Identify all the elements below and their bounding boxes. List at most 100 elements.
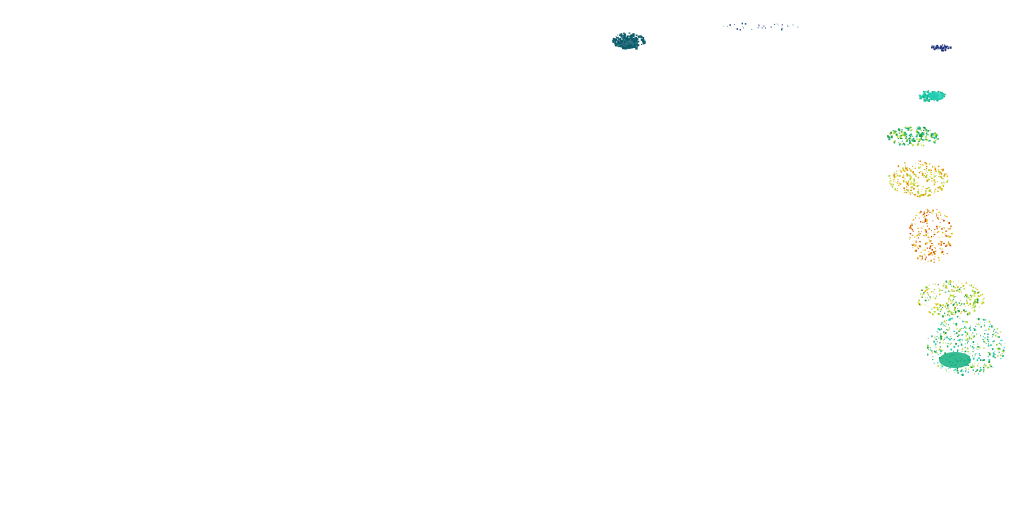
- speckle-point: [941, 182, 943, 184]
- speckle-point: [971, 346, 974, 348]
- speckle-point: [734, 24, 735, 25]
- speckle-point: [990, 325, 993, 328]
- speckle-point: [919, 234, 921, 236]
- speckle-point: [907, 180, 910, 183]
- speckle-point: [996, 344, 998, 346]
- speckle-point: [923, 211, 925, 213]
- speckle-point: [933, 261, 935, 263]
- speckle-point: [969, 336, 971, 339]
- speckle-point: [966, 332, 969, 335]
- speckle-point: [942, 168, 944, 171]
- speckle-point: [952, 304, 955, 306]
- speckle-point: [936, 341, 938, 343]
- speckle-point: [918, 184, 920, 187]
- speckle-point: [896, 136, 899, 138]
- speckle-point: [951, 290, 953, 292]
- speckle-point: [931, 335, 933, 338]
- speckle-point: [941, 49, 942, 51]
- speckle-point: [949, 283, 951, 285]
- speckle-point: [931, 177, 932, 179]
- speckle-point: [637, 45, 639, 47]
- speckle-point: [943, 227, 945, 228]
- speckle-point: [915, 241, 918, 243]
- speckle-point: [922, 97, 924, 99]
- speckle-point: [914, 183, 916, 185]
- speckle-point: [956, 284, 957, 286]
- speckle-point: [946, 319, 947, 321]
- speckle-point: [957, 286, 959, 289]
- speckle-point: [918, 231, 920, 233]
- speckle-point: [928, 90, 930, 92]
- speckle-point: [936, 306, 938, 308]
- speckle-point: [895, 173, 897, 175]
- speckle-point: [953, 350, 955, 352]
- speckle-point: [636, 38, 639, 41]
- speckle-point: [926, 209, 928, 210]
- speckle-point: [977, 349, 979, 350]
- speckle-point: [949, 46, 952, 49]
- speckle-point: [1002, 355, 1004, 357]
- speckle-point: [970, 284, 972, 286]
- speckle-point: [971, 334, 973, 336]
- speckle-point: [973, 357, 975, 360]
- speckle-point: [942, 252, 944, 254]
- speckle-point: [617, 34, 619, 36]
- speckle-point: [916, 138, 919, 140]
- speckle-point: [963, 326, 966, 328]
- speckle-point: [643, 41, 646, 44]
- speckle-point: [978, 373, 980, 375]
- speckle-point: [925, 163, 928, 165]
- speckle-point: [955, 312, 956, 314]
- speckle-point: [920, 133, 923, 136]
- speckle-point: [938, 169, 939, 170]
- speckle-point: [937, 354, 939, 356]
- speckle-point: [983, 347, 985, 349]
- speckle-point: [922, 139, 925, 141]
- speckle-point: [893, 180, 894, 182]
- speckle-point: [917, 193, 919, 195]
- speckle-point: [920, 95, 923, 98]
- speckle-point: [964, 347, 966, 349]
- speckle-point: [943, 175, 946, 177]
- speckle-point: [978, 357, 980, 360]
- speckle-point: [889, 182, 891, 184]
- speckle-point: [989, 323, 991, 325]
- speckle-point: [917, 127, 920, 130]
- speckle-point: [960, 291, 962, 292]
- speckle-point: [946, 220, 948, 222]
- speckle-point: [933, 137, 936, 139]
- speckle-point: [946, 328, 948, 331]
- speckle-point: [913, 183, 914, 185]
- speckle-point: [933, 141, 936, 144]
- speckle-point: [930, 174, 932, 175]
- speckle-point: [927, 236, 929, 238]
- speckle-point: [757, 27, 759, 29]
- speckle-point: [938, 173, 940, 175]
- speckle-point: [945, 326, 947, 327]
- speckle-point: [932, 236, 934, 237]
- speckle-point: [924, 258, 926, 261]
- speckle-point: [929, 194, 931, 195]
- speckle-point: [910, 169, 912, 172]
- speckle-point: [997, 332, 999, 334]
- speckle-point: [923, 99, 926, 101]
- speckle-point: [945, 245, 947, 247]
- speckle-point: [950, 295, 953, 297]
- speckle-point: [930, 212, 933, 214]
- speckle-point: [924, 304, 926, 306]
- speckle-point: [981, 300, 983, 302]
- speckle-point: [941, 228, 943, 230]
- speckle-point: [631, 37, 634, 41]
- speckle-point: [642, 39, 644, 41]
- speckle-point: [922, 126, 925, 129]
- speckle-point: [916, 234, 918, 237]
- speckle-point: [922, 214, 924, 216]
- speckle-point: [922, 249, 924, 251]
- speckle-point: [904, 133, 906, 136]
- speckle-point: [910, 127, 912, 129]
- speckle-point: [966, 300, 968, 302]
- speckle-point: [922, 135, 924, 137]
- speckle-point: [774, 23, 776, 25]
- speckle-point: [944, 227, 945, 229]
- speckle-point: [887, 135, 889, 137]
